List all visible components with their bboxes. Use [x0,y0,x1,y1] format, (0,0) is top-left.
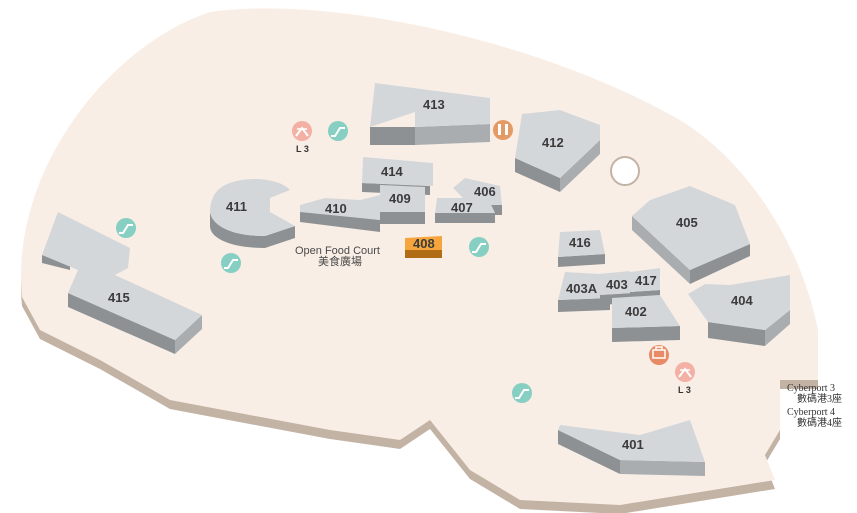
level-label-top: L 3 [296,144,309,154]
service-counter-icon[interactable] [649,345,669,365]
unit-label-417: 417 [635,273,657,288]
exit-cp3-zh: 數碼港3座 [797,392,842,405]
unit-label-411: 411 [226,199,247,214]
unit-label-416: 416 [569,235,591,250]
unit-label-404: 404 [731,293,753,308]
unit-label-405: 405 [676,215,698,230]
unit-label-409: 409 [389,191,411,206]
shop-415[interactable]: 415 [42,212,202,354]
level-label-right: L 3 [678,385,691,395]
shop-410[interactable]: 410 [300,195,380,232]
unit-label-407: 407 [451,200,473,215]
shop-411[interactable]: 411 [210,178,295,248]
unit-label-415: 415 [108,290,130,305]
shop-402[interactable]: 402 [612,295,680,342]
shop-403a[interactable]: 403A [558,272,610,312]
exit-cp4-zh: 數碼港4座 [797,416,842,429]
food-court-label: Open Food Court 美食廣場 [295,245,380,268]
shop-413[interactable]: 413 [370,83,490,145]
exit-cyberport-3[interactable]: Cyberport 3 數碼港3座 [787,383,842,405]
food-court-label-zh: 美食廣場 [318,254,362,268]
unit-label-412: 412 [542,135,564,150]
lift-icon[interactable] [292,121,312,141]
restroom-icon[interactable] [493,120,513,140]
escalator-icon[interactable] [469,237,489,257]
shop-416[interactable]: 416 [558,230,605,267]
unit-label-402: 402 [625,304,647,319]
unit-label-413: 413 [423,97,445,112]
shop-409[interactable]: 409 [380,185,425,224]
shop-405[interactable]: 405 [632,186,750,284]
lift-icon[interactable] [675,362,695,382]
unit-label-401: 401 [622,437,644,452]
shop-412[interactable]: 412 [515,110,600,192]
unit-label-408: 408 [413,236,435,251]
escalator-icon[interactable] [512,383,532,403]
shop-404[interactable]: 404 [688,275,790,346]
escalator-icon[interactable] [328,121,348,141]
unit-label-406: 406 [474,184,496,199]
food-court-label-en: Open Food Court [295,245,380,257]
escalator-icon[interactable] [116,218,136,238]
unit-label-410: 410 [325,201,347,216]
shop-407[interactable]: 407 [435,198,495,223]
unit-label-403: 403 [606,277,628,292]
exit-cp4-en: Cyberport 4 [787,407,835,418]
exit-cyberport-4[interactable]: Cyberport 4 數碼港4座 [787,407,842,429]
shop-408[interactable]: 408 [405,236,442,258]
exit-cp3-en: Cyberport 3 [787,383,835,394]
escalator-icon[interactable] [221,253,241,273]
shop-401[interactable]: 401 [558,420,705,476]
shop-414[interactable]: 414 [362,157,433,195]
unit-label-414: 414 [381,164,403,179]
unit-label-403a: 403A [566,281,598,296]
